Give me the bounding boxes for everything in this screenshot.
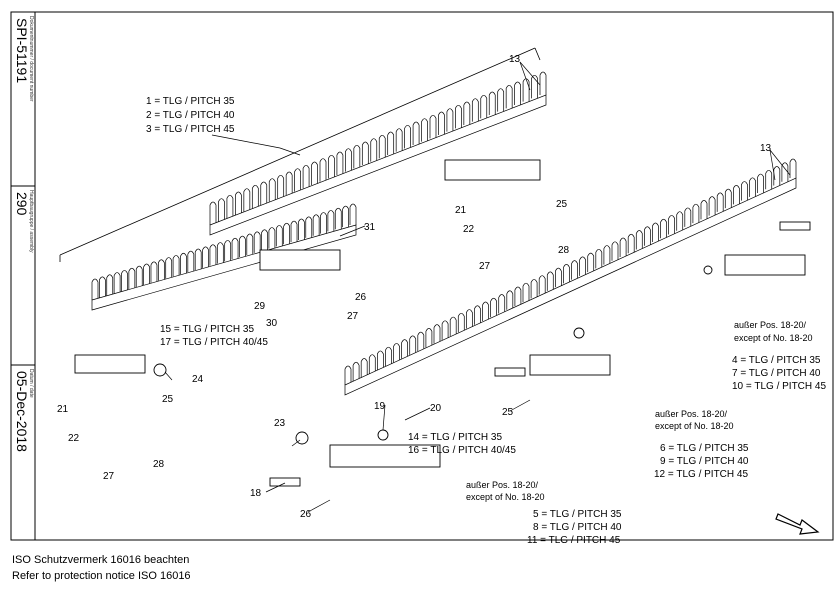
date-value: 05-Dec-2018 [14, 371, 30, 452]
callout-17: 17 = TLG / PITCH 40/45 [160, 337, 268, 348]
small-parts [74, 159, 811, 487]
pin [494, 367, 526, 377]
callout-1: 1 = TLG / PITCH 35 [146, 96, 235, 107]
part-number: 25 [162, 394, 174, 405]
leader-line [404, 407, 431, 421]
part-number: 20 [430, 403, 442, 414]
bracket-plate [529, 354, 611, 376]
callout-4: 4 = TLG / PITCH 35 [732, 355, 821, 366]
leader-line [519, 61, 531, 91]
part-number: 21 [455, 205, 467, 216]
part-number: 13 [509, 54, 521, 65]
leader-line [509, 399, 531, 412]
part-number: 28 [558, 245, 570, 256]
note-except-mid-1: außer Pos. 18-20/ [655, 409, 728, 419]
callout-5: 5 = TLG / PITCH 35 [533, 509, 622, 520]
assembly-number: 290 [14, 192, 30, 216]
callout-2: 2 = TLG / PITCH 40 [146, 110, 235, 121]
callout-8: 8 = TLG / PITCH 40 [533, 522, 622, 533]
bracket-plate [444, 159, 541, 181]
part-number: 22 [68, 433, 80, 444]
bracket-plate [259, 249, 341, 271]
part-number: 27 [347, 311, 359, 322]
part-number: 26 [355, 292, 367, 303]
leader-line [339, 225, 366, 237]
leader-lines [164, 61, 791, 513]
part-number: 30 [266, 318, 278, 329]
leader-line [291, 439, 301, 447]
note-except-right-2: except of No. 18-20 [734, 333, 813, 343]
part-number: 27 [479, 261, 491, 272]
bushing [153, 363, 167, 377]
leader-line [519, 61, 541, 86]
bushing [295, 431, 309, 445]
callout-12: 12 = TLG / PITCH 45 [654, 469, 749, 480]
callout-3: 3 = TLG / PITCH 45 [146, 124, 235, 135]
outer-border [10, 11, 834, 541]
part-number: 21 [57, 404, 69, 415]
part-number: 23 [274, 418, 286, 429]
comb-rack [91, 203, 357, 311]
part-number: 25 [502, 407, 514, 418]
part-number: 18 [250, 488, 262, 499]
doc-number: SPI-51191 [14, 18, 30, 84]
part-number: 29 [254, 301, 266, 312]
leader-line [307, 499, 331, 513]
bracket-plate [74, 354, 146, 374]
part-number: 25 [556, 199, 568, 210]
part-number: 28 [153, 459, 165, 470]
part-number: 26 [300, 509, 312, 520]
part-number: 13 [760, 143, 772, 154]
note-except-low-2: except of No. 18-20 [466, 492, 545, 502]
comb-racks [91, 71, 797, 396]
part-number: 27 [103, 471, 115, 482]
comb-rack [209, 71, 547, 236]
leader-line [279, 147, 301, 156]
callout-16: 16 = TLG / PITCH 40/45 [408, 445, 516, 456]
callout-10: 10 = TLG / PITCH 45 [732, 381, 827, 392]
washer [703, 265, 713, 275]
note-except-mid-2: except of No. 18-20 [655, 421, 734, 431]
leader-line [769, 149, 776, 181]
callout-14: 14 = TLG / PITCH 35 [408, 432, 503, 443]
washer [377, 429, 389, 441]
callout-9: 9 = TLG / PITCH 40 [660, 456, 749, 467]
note-except-right-1: außer Pos. 18-20/ [734, 320, 807, 330]
bracket-plate [724, 254, 806, 276]
part-number: 31 [364, 222, 376, 233]
part-number: 22 [463, 224, 475, 235]
bracket-plate [329, 444, 441, 468]
leader-line [769, 149, 791, 176]
leader-line [382, 404, 386, 431]
leader-line [265, 482, 286, 493]
protection-notice-de: ISO Schutzvermerk 16016 beachten [12, 554, 190, 566]
protection-notice-en: Refer to protection notice ISO 16016 [12, 570, 191, 582]
callout-7: 7 = TLG / PITCH 40 [732, 368, 821, 379]
callout-15: 15 = TLG / PITCH 35 [160, 324, 255, 335]
callout-6: 6 = TLG / PITCH 35 [660, 443, 749, 454]
pin [269, 477, 301, 487]
part-number: 24 [192, 374, 204, 385]
leader-line [164, 371, 173, 381]
callout-11: 11 = TLG / PITCH 45 [527, 535, 621, 546]
pin [779, 221, 811, 231]
direction-arrow-icon [775, 513, 820, 535]
washer [573, 327, 585, 339]
comb-rack [344, 158, 797, 396]
part-number: 19 [374, 401, 386, 412]
note-except-low-1: außer Pos. 18-20/ [466, 480, 539, 490]
